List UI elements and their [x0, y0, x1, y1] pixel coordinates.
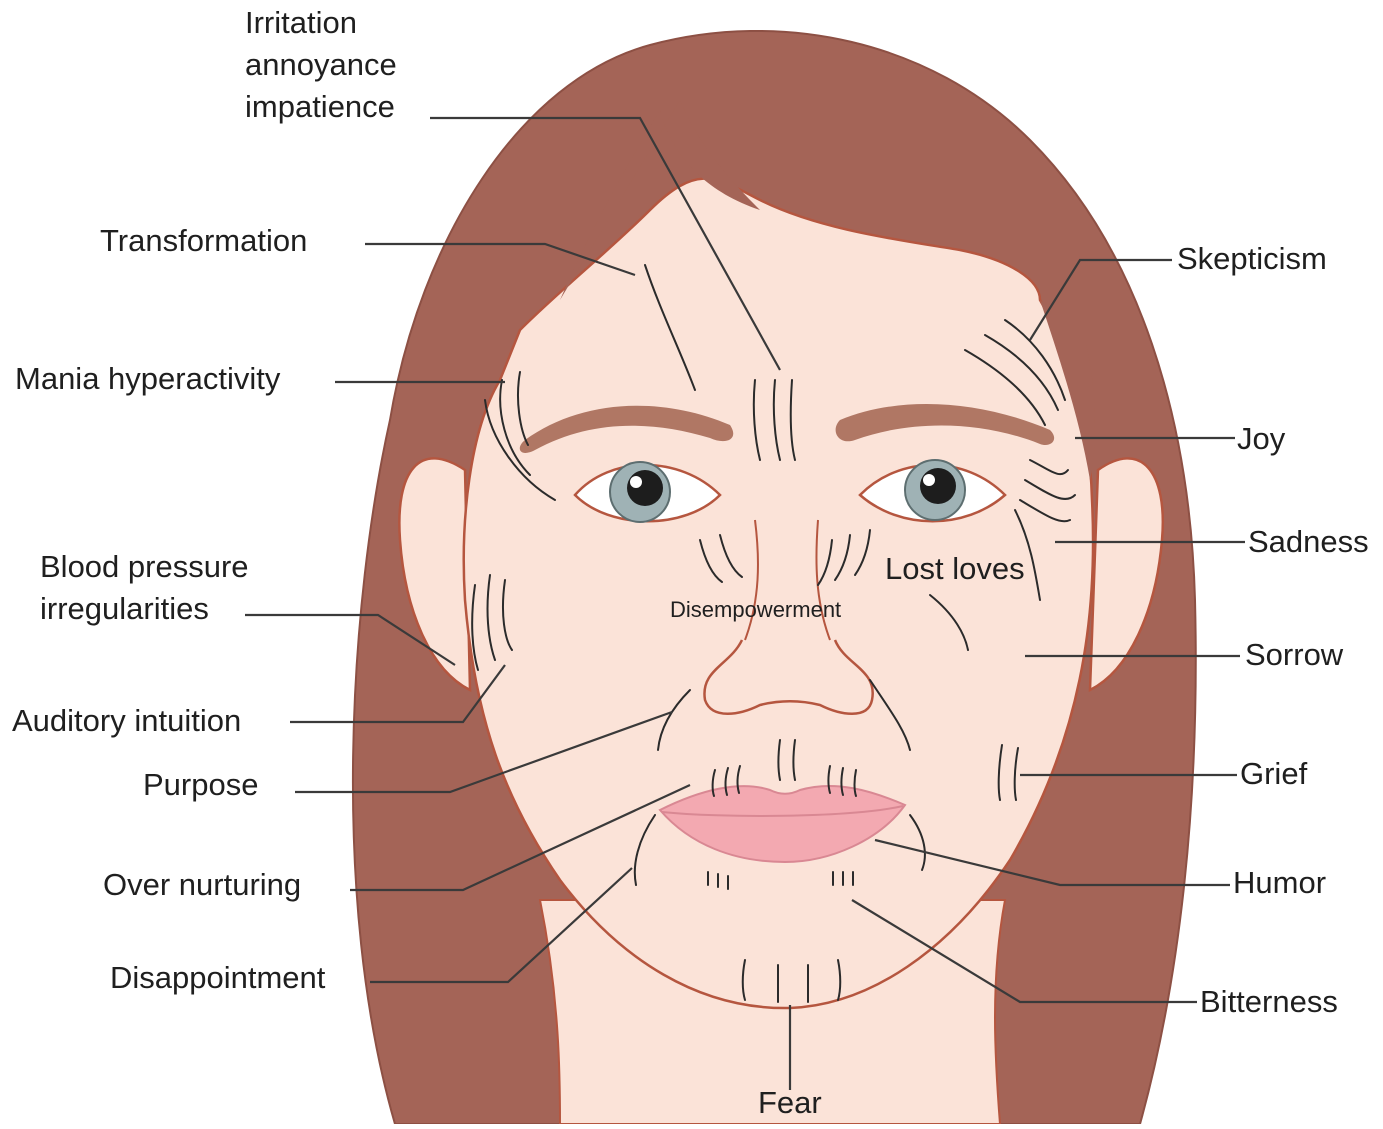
label-fear: Fear — [758, 1082, 822, 1124]
label-mania-hyperactivity: Mania hyperactivity — [15, 358, 280, 400]
label-sorrow: Sorrow — [1245, 634, 1343, 676]
label-transformation: Transformation — [100, 220, 307, 262]
label-skepticism: Skepticism — [1177, 238, 1327, 280]
label-irritation: Irritation annoyance impatience — [245, 2, 397, 128]
label-disempowerment: Disempowerment — [670, 596, 841, 624]
label-auditory-intuition: Auditory intuition — [12, 700, 241, 742]
label-over-nurturing: Over nurturing — [103, 864, 301, 906]
label-humor: Humor — [1233, 862, 1326, 904]
label-blood-pressure: Blood pressure irregularities — [40, 546, 249, 630]
label-bitterness: Bitterness — [1200, 981, 1338, 1023]
label-joy: Joy — [1237, 418, 1285, 460]
label-sadness: Sadness — [1248, 521, 1383, 563]
label-lost-loves: Lost loves — [885, 548, 1025, 590]
label-purpose: Purpose — [143, 764, 258, 806]
label-grief: Grief — [1240, 753, 1307, 795]
label-disappointment: Disappointment — [110, 957, 325, 999]
